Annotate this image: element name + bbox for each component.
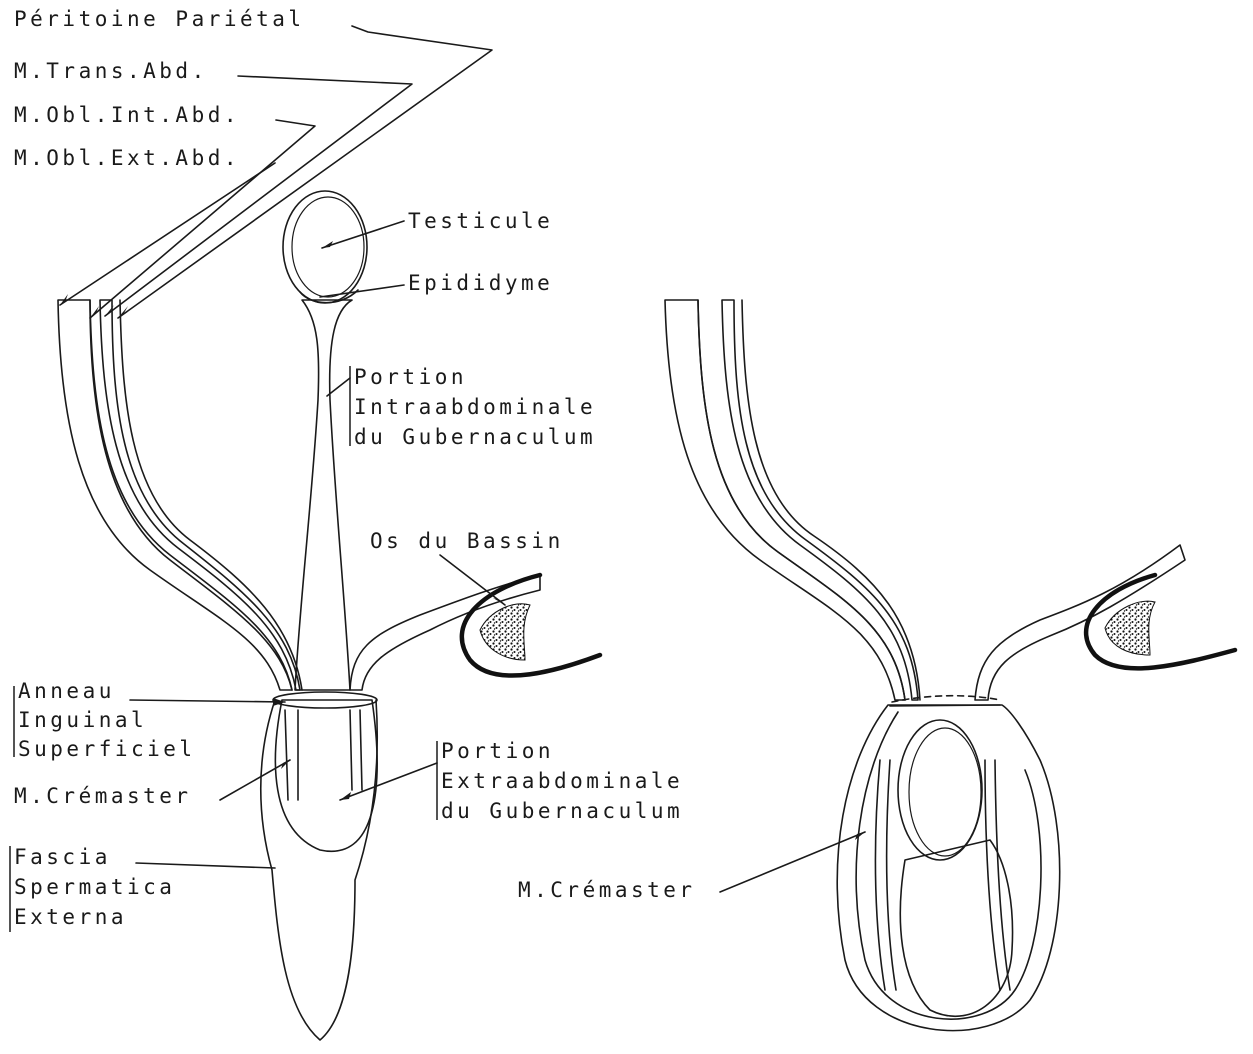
label-obl-ext: M.Obl.Ext.Abd.	[14, 146, 240, 170]
abdominal-wall-right-inner	[722, 300, 918, 700]
label-testicule: Testicule	[408, 209, 553, 233]
gubernaculum-intra-left	[295, 300, 352, 690]
label-cremaster-right: M.Crémaster	[518, 878, 696, 902]
label-cremaster-left: M.Crémaster	[14, 784, 192, 808]
label-fascia-1: Fascia	[14, 845, 111, 869]
label-portion-intra-2: Intraabdominale	[354, 395, 596, 419]
label-portion-extra-2: Extraabdominale	[441, 769, 683, 793]
label-anneau-2: Inguinal	[18, 708, 147, 732]
abdominal-wall-right-stub-2	[975, 545, 1185, 700]
label-portion-intra-3: du Gubernaculum	[354, 425, 596, 449]
label-anneau-3: Superficiel	[18, 737, 196, 761]
pelvic-marrow-left	[480, 604, 530, 660]
pelvic-marrow-right	[1105, 601, 1155, 655]
label-peritoine: Péritoine Pariétal	[14, 7, 305, 31]
label-portion-intra-1: Portion	[354, 365, 467, 389]
label-anneau-1: Anneau	[18, 679, 115, 703]
label-fascia-3: Externa	[14, 905, 127, 929]
fascia-spermatica-left	[261, 700, 378, 1040]
labels: Péritoine Pariétal M.Trans.Abd. M.Obl.In…	[14, 7, 696, 929]
label-obl-int: M.Obl.Int.Abd.	[14, 103, 240, 127]
scrotal-sac-outer	[837, 705, 1059, 1031]
left-figure	[58, 191, 600, 1040]
label-os-bassin: Os du Bassin	[370, 529, 564, 553]
label-trans-abd: M.Trans.Abd.	[14, 59, 208, 83]
label-portion-extra-3: du Gubernaculum	[441, 799, 683, 823]
gubernaculum-extra-right	[900, 840, 1012, 1016]
label-fascia-2: Spermatica	[14, 875, 175, 899]
label-portion-extra-1: Portion	[441, 739, 554, 763]
abdominal-wall-left-inner	[100, 300, 300, 690]
right-figure	[665, 300, 1235, 1031]
label-epididyme: Epididyme	[408, 271, 553, 295]
